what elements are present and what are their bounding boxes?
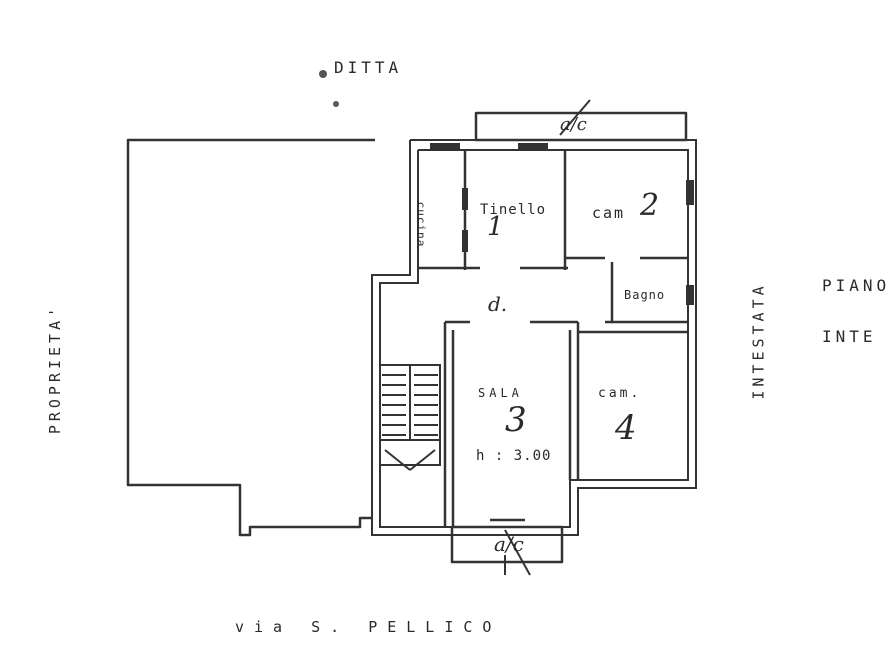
north-neighbor-label: DITTA [334,58,403,77]
room-label-cucina: cucina [414,201,428,248]
room-label-cam2: cam [592,204,626,222]
room-label-disimpegno: d. [488,292,508,316]
room-number-cam4: 4 [615,408,637,448]
north-balcony-label: a/c [560,114,587,135]
room-label-bagno: Bagno [624,288,666,302]
property-outline [126,138,375,537]
floor-label-line2: INTE [822,327,877,346]
street-label: via S. PELLICO [235,618,502,636]
exterior-wall-inner [379,149,689,528]
room-number-sala: 3 [505,400,527,440]
room-label-tinello: Tinello [480,202,547,218]
exterior-wall-outer [371,139,697,536]
room-label-cam4: cam. [598,386,642,401]
room-number-tinello: 1 [487,212,504,242]
floor-label-line1: PIANO [822,276,891,295]
staircase [379,364,441,471]
room-number-cam2: 2 [640,188,660,223]
west-neighbor-label: PROPRIETA' [46,303,65,435]
south-balcony-label: a/c [494,532,524,556]
room-label-sala: SALA [478,386,523,400]
east-neighbor-label: INTESTATA [749,282,768,400]
room-height-sala: h : 3.00 [476,448,552,464]
